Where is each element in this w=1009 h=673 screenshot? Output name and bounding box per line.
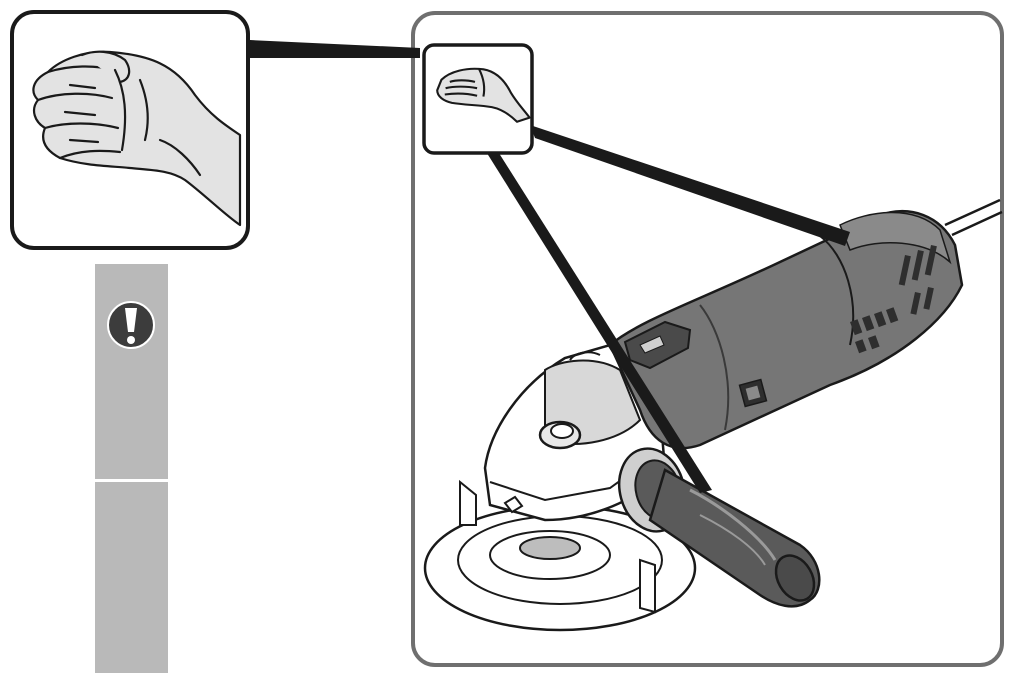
motor-housing xyxy=(608,210,964,450)
hand-icon xyxy=(32,50,242,227)
warning-strip-upper xyxy=(95,264,168,479)
power-switch xyxy=(623,320,692,370)
warning-strip-divider xyxy=(95,479,168,482)
vent-slots xyxy=(850,244,937,354)
small-hand-inset xyxy=(422,43,534,155)
power-cord xyxy=(944,198,1003,237)
zoom-connector xyxy=(250,40,420,58)
small-hand-icon xyxy=(436,67,531,123)
side-handle xyxy=(617,447,821,608)
rotation-arrow-mark xyxy=(503,495,524,514)
pointer-line-to-body xyxy=(530,125,850,246)
angle-grinder xyxy=(423,198,1003,632)
large-hand-inset xyxy=(10,10,250,250)
pointer-line-to-handle xyxy=(485,150,712,493)
wheel-guard xyxy=(423,479,697,632)
warning-strip-lower xyxy=(95,482,168,673)
exclamation-circle-icon xyxy=(107,301,155,349)
